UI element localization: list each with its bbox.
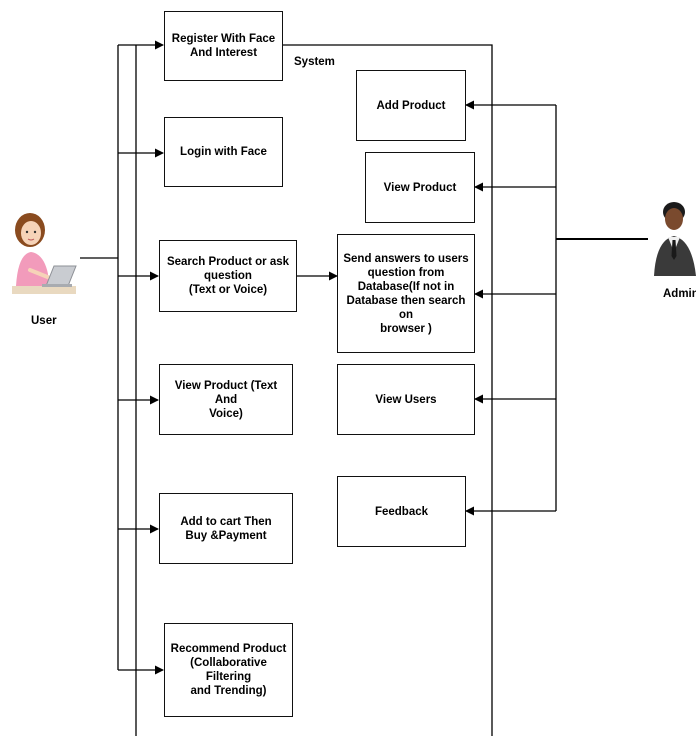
use-case-login-with-face[interactable]: Login with Face	[164, 117, 283, 187]
use-case-add-to-cart[interactable]: Add to cart Then Buy &Payment	[159, 493, 293, 564]
system-label: System	[294, 56, 335, 68]
admin-actor	[650, 200, 696, 278]
use-case-view-product-user[interactable]: View Product (Text And Voice)	[159, 364, 293, 435]
system-boundary	[282, 44, 493, 736]
businessman-icon	[654, 202, 696, 276]
user-actor-label: User	[31, 315, 57, 327]
use-case-view-product-admin[interactable]: View Product	[365, 152, 475, 223]
use-case-recommend-product[interactable]: Recommend Product (Collaborative Filteri…	[164, 623, 293, 717]
use-case-search-product[interactable]: Search Product or ask question (Text or …	[159, 240, 297, 312]
user-at-laptop-icon	[12, 213, 77, 294]
use-case-send-answers[interactable]: Send answers to users question from Data…	[337, 234, 475, 353]
use-case-feedback[interactable]: Feedback	[337, 476, 466, 547]
admin-actor-label: Admin	[663, 288, 696, 300]
use-case-add-product[interactable]: Add Product	[356, 70, 466, 141]
use-case-register-with-face[interactable]: Register With Face And Interest	[164, 11, 283, 81]
use-case-view-users[interactable]: View Users	[337, 364, 475, 435]
user-actor	[8, 208, 80, 306]
